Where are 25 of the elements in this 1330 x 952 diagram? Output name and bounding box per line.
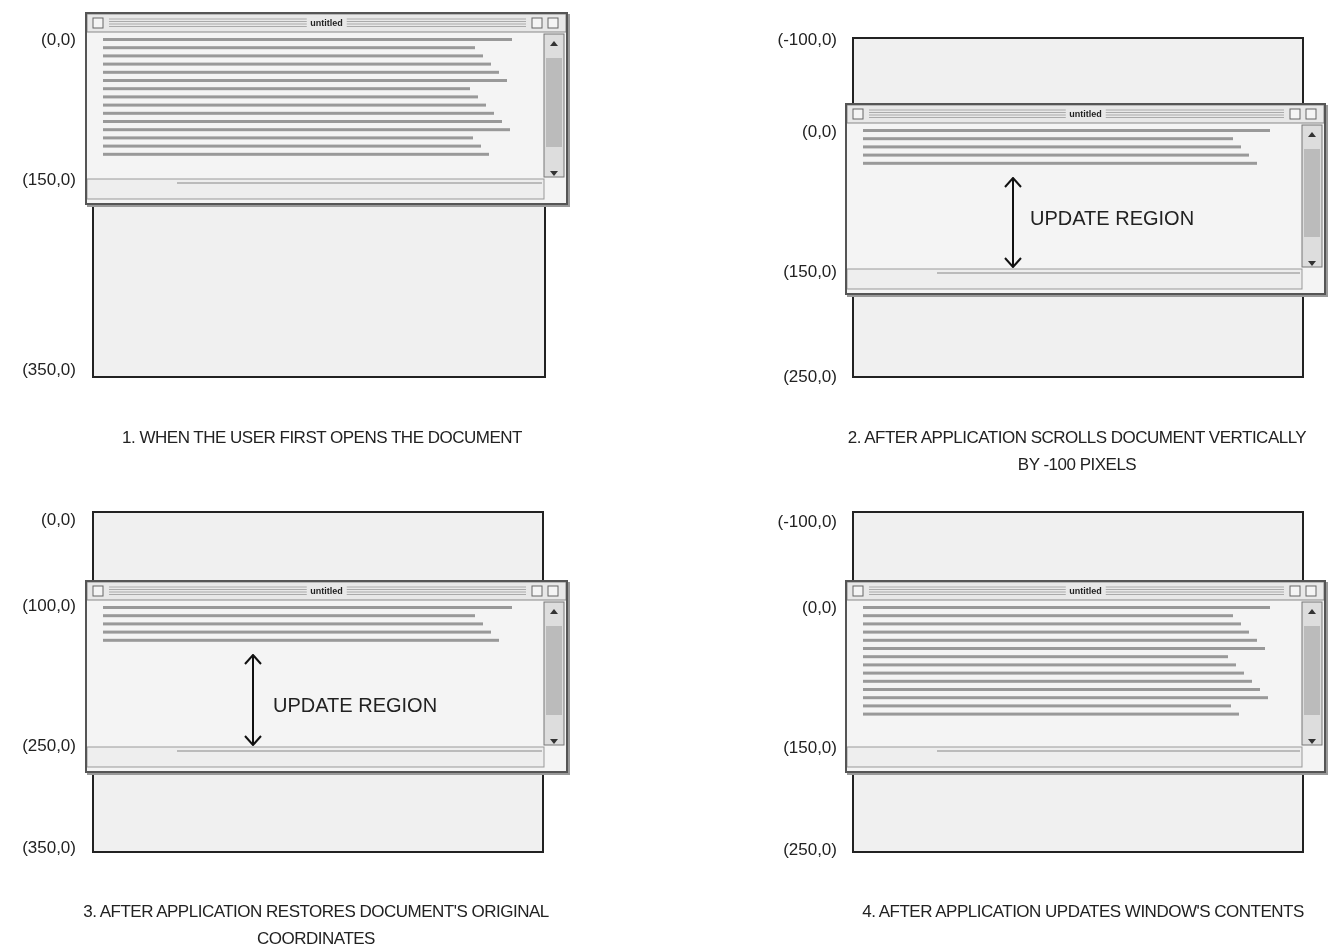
caption: 1. WHEN THE USER FIRST OPENS THE DOCUMENT: [121, 427, 523, 449]
caption: 2. AFTER APPLICATION SCROLLS DOCUMENT VERTICALLY BY -100 PIXELS: [846, 427, 1308, 476]
coordinate-label: (250,0): [782, 840, 837, 860]
coordinate-label: (-100,0): [776, 30, 837, 50]
coordinate-label: (0,0): [801, 598, 837, 618]
region-label: UPDATE REGION: [273, 693, 438, 717]
coordinate-label: (100,0): [21, 596, 76, 616]
caption: 3. AFTER APPLICATION RESTORES DOCUMENT'S ORIGINAL COORDINATES: [82, 901, 550, 950]
coordinate-label: (-100,0): [776, 512, 837, 532]
window-title: untitled: [1065, 108, 1106, 120]
coordinate-label: (250,0): [21, 736, 76, 756]
coordinate-label: (150,0): [21, 170, 76, 190]
region-label: UPDATE REGION: [1030, 206, 1195, 230]
window-title: untitled: [306, 17, 347, 29]
coordinate-label: (0,0): [40, 30, 76, 50]
coordinate-label: (0,0): [801, 122, 837, 142]
coordinate-label: (150,0): [782, 262, 837, 282]
caption: 4. AFTER APPLICATION UPDATES WINDOW'S CONTENTS: [861, 901, 1305, 923]
coordinate-label: (350,0): [21, 360, 76, 380]
coordinate-label: (0,0): [40, 510, 76, 530]
window-title: untitled: [1065, 585, 1106, 597]
window-title: untitled: [306, 585, 347, 597]
coordinate-label: (250,0): [782, 367, 837, 387]
coordinate-label: (150,0): [782, 738, 837, 758]
coordinate-label: (350,0): [21, 838, 76, 858]
